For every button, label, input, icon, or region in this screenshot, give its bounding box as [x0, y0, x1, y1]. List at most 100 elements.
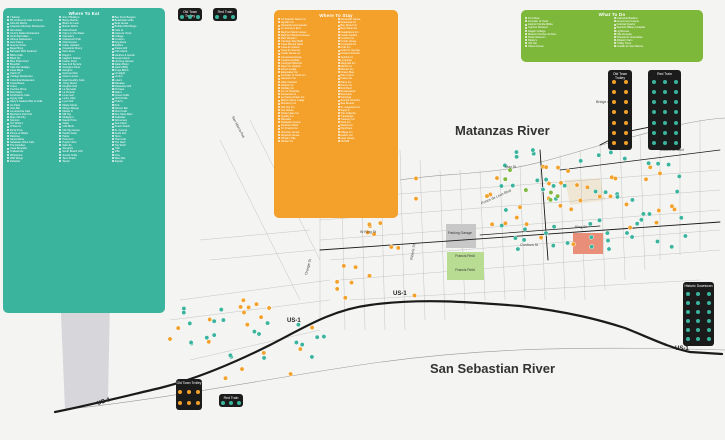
stay-marker[interactable] — [489, 221, 495, 227]
attraction-marker[interactable] — [548, 197, 553, 203]
stay-marker[interactable] — [223, 375, 228, 381]
stay-marker[interactable] — [207, 317, 213, 322]
eat-marker[interactable] — [551, 224, 557, 230]
stay-marker[interactable] — [288, 371, 294, 377]
eat-marker[interactable] — [293, 340, 299, 345]
eat-marker[interactable] — [629, 197, 635, 203]
eat-marker[interactable] — [321, 334, 327, 340]
eat-marker[interactable] — [299, 342, 305, 348]
eat-marker[interactable] — [551, 183, 557, 189]
eat-marker[interactable] — [669, 244, 675, 250]
eat-marker[interactable] — [498, 183, 504, 189]
eat-marker[interactable] — [666, 162, 672, 168]
eat-marker[interactable] — [220, 317, 226, 323]
eat-marker[interactable] — [638, 217, 644, 223]
eat-marker[interactable] — [512, 235, 518, 241]
eat-marker[interactable] — [634, 221, 640, 227]
eat-marker[interactable] — [295, 322, 301, 328]
eat-marker[interactable] — [562, 183, 568, 189]
stay-marker[interactable] — [627, 225, 633, 231]
eat-marker[interactable] — [314, 334, 320, 340]
attraction-marker[interactable] — [502, 176, 508, 182]
eat-marker[interactable] — [211, 318, 217, 324]
eat-marker[interactable] — [521, 237, 527, 243]
stay-marker[interactable] — [570, 241, 576, 247]
stay-marker[interactable] — [484, 193, 490, 199]
eat-marker[interactable] — [565, 240, 571, 246]
stay-marker[interactable] — [568, 206, 574, 212]
stay-marker[interactable] — [365, 230, 371, 235]
stay-marker[interactable] — [413, 175, 419, 181]
stay-marker[interactable] — [241, 310, 247, 315]
eat-marker[interactable] — [543, 230, 549, 236]
stay-marker[interactable] — [524, 221, 530, 227]
eat-marker[interactable] — [265, 320, 271, 326]
eat-marker[interactable] — [513, 149, 519, 155]
eat-marker[interactable] — [655, 239, 660, 244]
eat-marker[interactable] — [550, 243, 556, 249]
stay-marker[interactable] — [371, 231, 377, 237]
attraction-marker[interactable] — [523, 187, 529, 193]
stay-marker[interactable] — [246, 304, 252, 310]
eat-marker[interactable] — [606, 246, 612, 252]
stay-marker[interactable] — [349, 280, 354, 286]
stay-marker[interactable] — [494, 175, 500, 181]
stay-marker[interactable] — [341, 263, 347, 269]
stay-marker[interactable] — [167, 336, 173, 342]
eat-marker[interactable] — [540, 186, 546, 192]
stay-marker[interactable] — [624, 201, 629, 207]
stay-marker[interactable] — [612, 176, 618, 181]
stay-marker[interactable] — [546, 181, 552, 186]
stay-marker[interactable] — [555, 165, 561, 171]
stay-marker[interactable] — [577, 198, 583, 203]
eat-marker[interactable] — [605, 238, 611, 244]
stay-marker[interactable] — [657, 170, 663, 176]
eat-marker[interactable] — [515, 246, 521, 252]
stay-marker[interactable] — [574, 182, 580, 188]
eat-marker[interactable] — [309, 354, 315, 360]
eat-marker[interactable] — [608, 149, 614, 155]
stay-marker[interactable] — [557, 203, 563, 209]
eat-marker[interactable] — [181, 310, 187, 316]
eat-marker[interactable] — [682, 233, 688, 239]
eat-marker[interactable] — [603, 189, 609, 195]
stay-marker[interactable] — [309, 325, 315, 331]
stay-marker[interactable] — [297, 346, 303, 352]
stay-marker[interactable] — [258, 314, 264, 320]
eat-marker[interactable] — [227, 352, 233, 358]
attraction-marker[interactable] — [555, 193, 561, 199]
stay-marker[interactable] — [413, 196, 419, 202]
eat-marker[interactable] — [629, 234, 635, 240]
attraction-marker[interactable] — [507, 167, 513, 173]
stay-marker[interactable] — [669, 203, 675, 209]
eat-marker[interactable] — [588, 234, 594, 240]
stay-marker[interactable] — [366, 221, 372, 227]
stay-marker[interactable] — [261, 350, 267, 356]
eat-marker[interactable] — [597, 217, 602, 223]
stay-marker[interactable] — [334, 279, 340, 285]
stay-marker[interactable] — [412, 293, 417, 298]
eat-marker[interactable] — [211, 332, 217, 338]
eat-marker[interactable] — [530, 147, 536, 153]
eat-marker[interactable] — [578, 158, 584, 164]
eat-marker[interactable] — [622, 156, 628, 162]
stay-marker[interactable] — [377, 220, 383, 226]
eat-marker[interactable] — [204, 335, 210, 341]
stay-marker[interactable] — [342, 295, 348, 301]
stay-marker[interactable] — [656, 208, 662, 213]
eat-marker[interactable] — [646, 160, 652, 166]
stay-marker[interactable] — [254, 301, 259, 307]
stay-marker[interactable] — [244, 322, 250, 328]
eat-marker[interactable] — [256, 331, 262, 337]
stay-marker[interactable] — [206, 339, 212, 345]
stay-marker[interactable] — [643, 176, 649, 182]
eat-marker[interactable] — [589, 244, 595, 250]
stay-marker[interactable] — [597, 194, 603, 200]
eat-marker[interactable] — [615, 194, 620, 200]
eat-marker[interactable] — [655, 161, 661, 167]
eat-marker[interactable] — [596, 152, 602, 158]
stay-marker[interactable] — [543, 164, 549, 170]
stay-marker[interactable] — [558, 180, 564, 186]
eat-marker[interactable] — [218, 307, 224, 313]
